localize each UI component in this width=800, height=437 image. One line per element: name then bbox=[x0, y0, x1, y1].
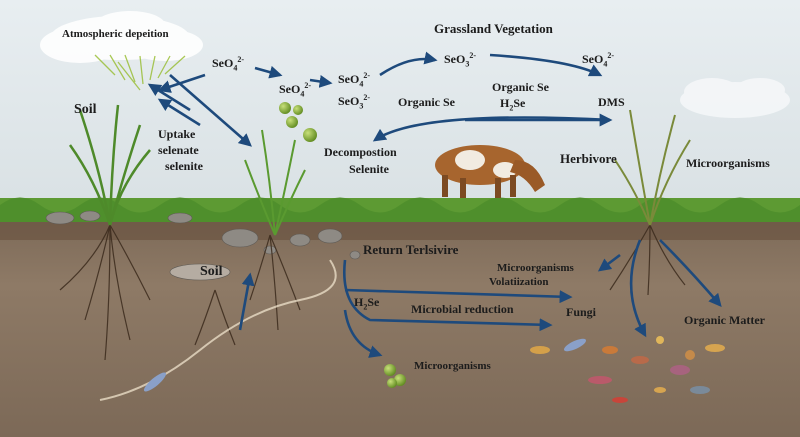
label-microbial-reduction: Microbial reduction bbox=[411, 302, 514, 316]
cloud-left bbox=[40, 11, 203, 63]
label-seo4-3: SeO42- bbox=[338, 71, 371, 89]
label-decomposition: Decompostion bbox=[324, 145, 397, 159]
label-organic-matter: Organic Matter bbox=[684, 313, 765, 327]
soil-top-layer bbox=[0, 218, 800, 240]
cow-illustration bbox=[435, 145, 545, 198]
label-seo3-2: SeO32- bbox=[444, 51, 477, 69]
roots bbox=[59, 224, 686, 361]
plant-middle bbox=[244, 129, 306, 236]
label-seo4-1: SeO42- bbox=[212, 55, 245, 73]
label-selenite-mid: Selenite bbox=[349, 162, 389, 176]
stones bbox=[45, 210, 361, 281]
label-organic-se-right: Organic Se bbox=[492, 80, 549, 94]
label-soil-mid: Soil bbox=[200, 264, 223, 279]
label-uptake: Uptake bbox=[158, 127, 196, 141]
label-dms: DMS bbox=[598, 95, 625, 109]
label-microorganisms-volat: Microorganisms bbox=[497, 262, 574, 274]
rain-streaks bbox=[94, 54, 186, 91]
label-selenate: selenate bbox=[158, 143, 199, 157]
microorganism-cluster bbox=[143, 336, 725, 403]
cloud-right bbox=[680, 78, 790, 118]
label-selenite-left: selenite bbox=[165, 159, 203, 173]
label-microorganisms-right: Microorganisms bbox=[686, 156, 770, 170]
label-soil-top: Soil bbox=[74, 102, 97, 117]
label-microorganisms-low: Microorganisms bbox=[414, 360, 491, 372]
label-seo3-1: SeO32- bbox=[338, 93, 371, 111]
plant-left bbox=[68, 104, 151, 226]
label-h2se-low: H2Se bbox=[354, 295, 380, 312]
label-herbivore: Herbivore bbox=[560, 151, 617, 166]
label-seo4-4: SeO42- bbox=[582, 51, 615, 69]
label-organic-se-left: Organic Se bbox=[398, 95, 455, 109]
label-seo4-2: SeO42- bbox=[279, 81, 312, 99]
soil bbox=[0, 220, 800, 437]
process-arrows bbox=[147, 51, 722, 358]
grass-band bbox=[0, 197, 800, 222]
selenium-particles bbox=[279, 102, 406, 388]
label-atmospheric-deposition: Atmospheric depeition bbox=[62, 28, 169, 40]
label-return: Return Terlsivire bbox=[363, 242, 459, 257]
label-fungi: Fungi bbox=[566, 305, 597, 319]
plant-right bbox=[614, 109, 691, 226]
label-grassland-vegetation: Grassland Vegetation bbox=[434, 21, 553, 36]
label-h2se-top: H2Se bbox=[500, 96, 526, 113]
label-volatilization: Volatiization bbox=[489, 276, 549, 288]
